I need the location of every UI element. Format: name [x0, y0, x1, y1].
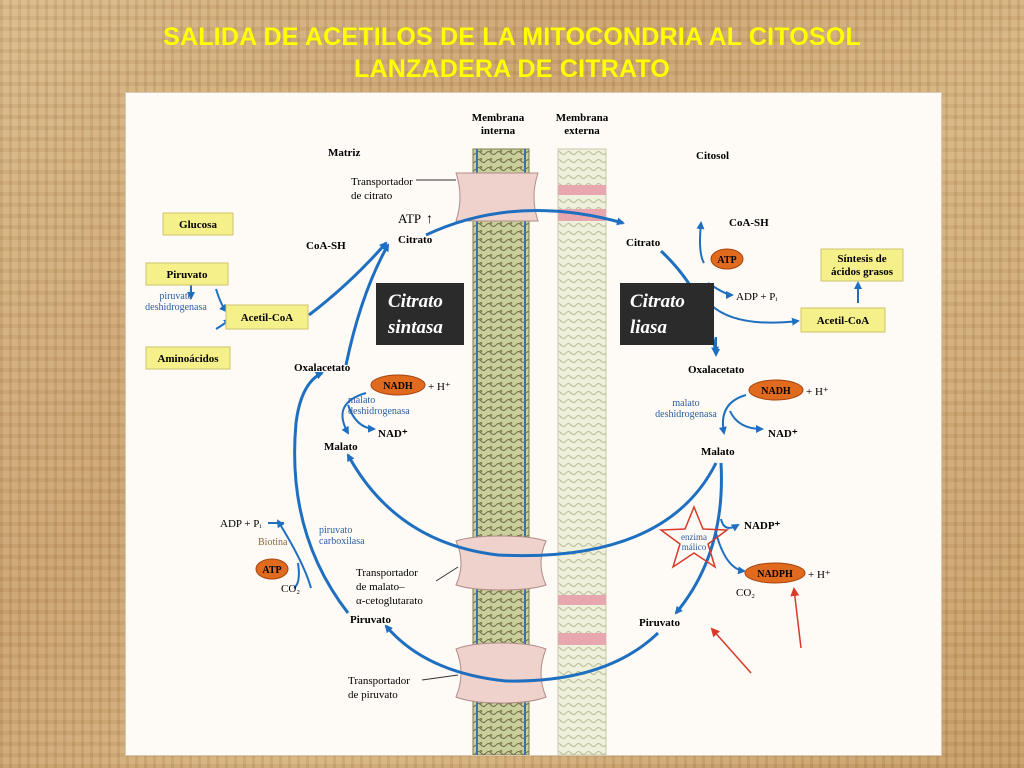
svg-text:NADH: NADH: [383, 381, 413, 392]
nad-plus-cytosol-label: NAD⁺: [768, 428, 798, 440]
svg-text:NADH: NADH: [761, 386, 791, 397]
atp-matrix-oval: ATP: [255, 558, 289, 580]
arrow-malate-cytosol-to-matrix: [346, 453, 718, 558]
svg-text:ATP: ATP: [717, 255, 736, 266]
pyruvate-cytosol-label: Piruvato: [639, 617, 680, 629]
acetyl-coa-matrix-box: Acetil-CoA: [225, 304, 309, 330]
malate-matrix-label: Malato: [324, 441, 358, 453]
arrow-citrate-export: [425, 209, 625, 237]
svg-text:ATP: ATP: [262, 565, 281, 576]
atp-up-arrow-icon: ↑: [426, 212, 433, 227]
malate-transporter-protein: [455, 535, 547, 591]
svg-text:Acetil-CoA: Acetil-CoA: [241, 312, 294, 324]
coash-matrix-label: CoA-SH: [306, 240, 346, 252]
citrate-matrix-label: Citrato: [398, 234, 433, 246]
pyruvate-matrix-label: Piruvato: [350, 614, 391, 626]
svg-text:Aminoácidos: Aminoácidos: [157, 353, 219, 365]
oxaloacetate-matrix-label: Oxalacetato: [294, 362, 351, 374]
svg-text:NADPH: NADPH: [757, 569, 793, 580]
pyruvate-top-box: Piruvato: [145, 262, 229, 286]
nad-plus-matrix-label: NAD⁺: [378, 428, 408, 440]
arrow-pyruvate-to-oxaloacetate: [293, 371, 350, 614]
malate-cytosol-label: Malato: [701, 446, 735, 458]
arrow-oxaloacetate-to-citrate: [344, 243, 390, 366]
svg-text:Piruvato: Piruvato: [167, 269, 208, 281]
arrow-malate-to-pyruvate-cytosol: [674, 462, 723, 615]
arrow-acetylcoa-to-citrate: [308, 241, 388, 317]
nadph-oval: NADPH: [744, 562, 806, 584]
red-annotations: [658, 505, 802, 674]
acetyl-coa-cytosol-box: Acetil-CoA: [800, 307, 886, 333]
adp-pi-matrix-label: ADP + Pᵢ: [220, 518, 261, 530]
nadh-matrix-oval: NADH: [370, 374, 426, 396]
glucose-box: Glucosa: [162, 212, 234, 236]
arrow-pyruvate-import: [384, 624, 660, 683]
atp-matrix-label: ATP: [398, 211, 421, 226]
red-star-icon: [658, 505, 730, 569]
title-line-1: SALIDA DE ACETILOS DE LA MITOCONDRIA AL …: [163, 23, 861, 51]
atp-cytosol-oval: ATP: [710, 248, 744, 270]
svg-text:Acetil-CoA: Acetil-CoA: [817, 315, 870, 327]
citrate-cytosol-label: Citrato: [626, 237, 661, 249]
amino-acids-box: Aminoácidos: [145, 346, 231, 370]
biotin-label: Biotina: [258, 537, 288, 548]
outer-membrane: [557, 148, 607, 756]
co2-matrix-label: CO₂: [281, 583, 300, 595]
title-line-2: LANZADERA DE CITRATO: [353, 55, 671, 83]
adp-pi-cytosol-label: ADP + Pᵢ: [736, 291, 777, 303]
co2-cytosol-label: CO₂: [736, 587, 755, 599]
pyruvate-transporter-protein: [455, 642, 547, 704]
h-plus-matrix-label: + H⁺: [428, 381, 451, 393]
matrix-label: Matriz: [328, 147, 360, 159]
cytosol-label: Citosol: [696, 150, 729, 162]
h-plus-cytosol-label: + H⁺: [806, 386, 829, 398]
svg-text:Glucosa: Glucosa: [179, 219, 217, 231]
citrate-transporter-protein: [455, 172, 539, 222]
nadh-cytosol-oval: NADH: [748, 379, 804, 401]
nadp-plus-label: NADP⁺: [744, 520, 781, 532]
h-plus-nadph-label: + H⁺: [808, 569, 831, 581]
coash-cytosol-label: CoA-SH: [729, 217, 769, 229]
oxaloacetate-cytosol-label: Oxalacetato: [688, 364, 745, 376]
